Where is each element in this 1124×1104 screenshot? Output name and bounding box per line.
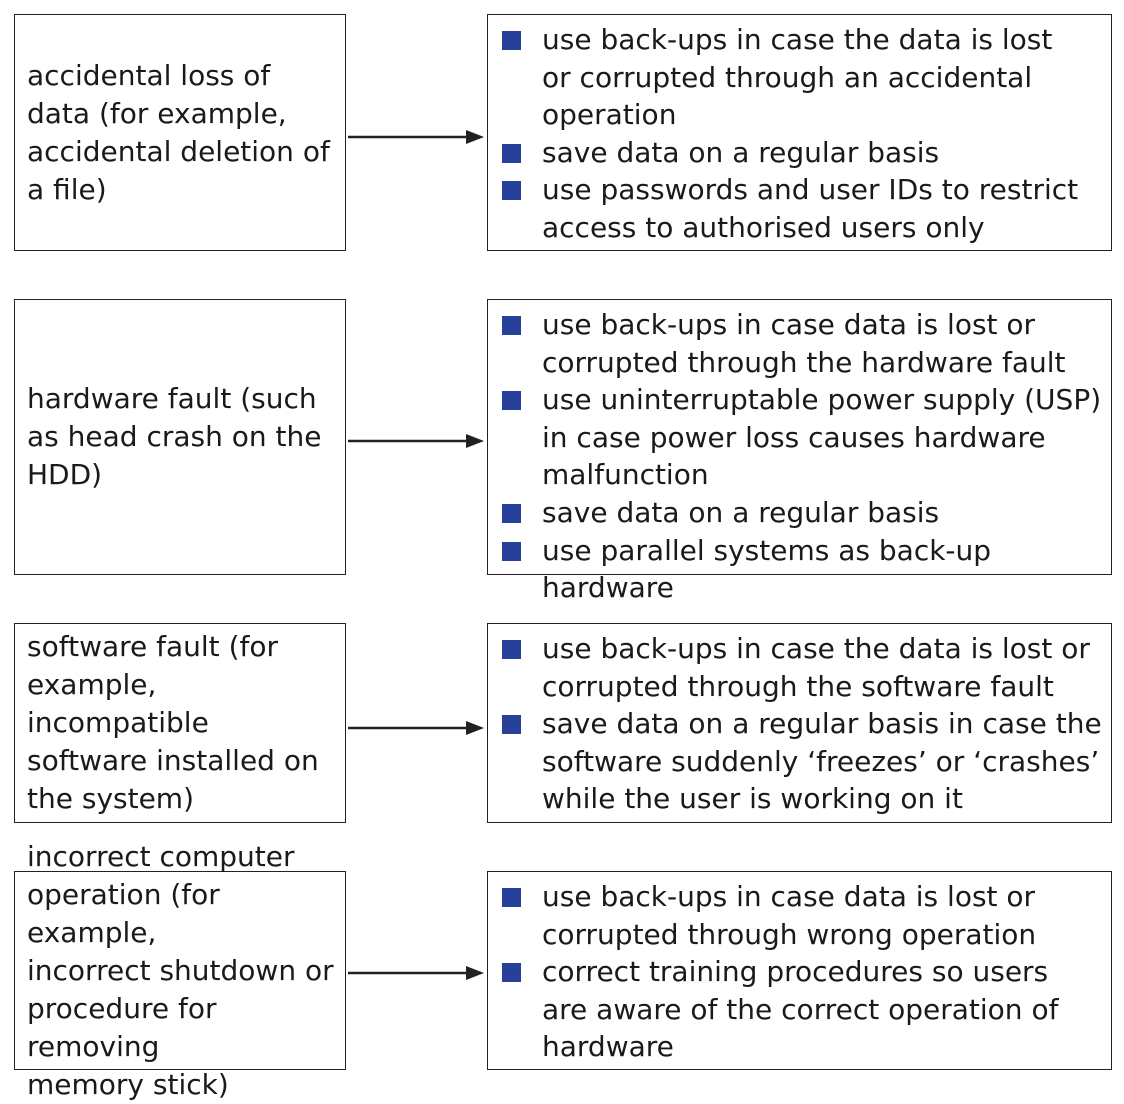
cause-text: accidental loss of data (for example, ac… xyxy=(27,58,330,206)
measure-text: use back-ups in case the data is lost or… xyxy=(542,632,1090,703)
square-bullet-icon xyxy=(502,888,521,907)
measure-item: use back-ups in case data is lost or cor… xyxy=(500,306,1103,381)
measure-text: save data on a regular basis xyxy=(542,135,940,169)
measure-text: use back-ups in case data is lost or cor… xyxy=(542,880,1037,951)
measure-item: correct training procedures so users are… xyxy=(500,953,1103,1066)
measure-list: use back-ups in case the data is lost or… xyxy=(500,630,1103,818)
square-bullet-icon xyxy=(502,541,521,561)
measure-list: use back-ups in case data is lost or cor… xyxy=(500,878,1103,1066)
measures-box-accidental-loss: use back-ups in case the data is lost or… xyxy=(487,14,1112,251)
measures-box-incorrect-operation: use back-ups in case data is lost or cor… xyxy=(487,871,1112,1070)
square-bullet-icon xyxy=(502,963,521,983)
measure-text: use passwords and user IDs to restrict a… xyxy=(542,173,1079,244)
cause-text: incorrect computer operation (for exampl… xyxy=(27,839,334,1101)
cause-box-software-fault: software fault (for example, incompatibl… xyxy=(14,623,346,823)
measure-text: save data on a regular basis xyxy=(542,495,940,529)
measure-text: correct training procedures so users are… xyxy=(542,955,1059,1064)
square-bullet-icon xyxy=(502,503,521,523)
square-bullet-icon xyxy=(502,143,521,163)
square-bullet-icon xyxy=(502,391,521,411)
measure-item: save data on a regular basis xyxy=(500,494,1103,532)
square-bullet-icon xyxy=(502,715,521,735)
square-bullet-icon xyxy=(502,640,521,659)
square-bullet-icon xyxy=(502,316,521,335)
measure-text: use parallel systems as back-up hardware xyxy=(542,533,992,605)
cause-box-accidental-loss: accidental loss of data (for example, ac… xyxy=(14,14,346,251)
cause-text: software fault (for example, incompatibl… xyxy=(27,630,319,815)
measure-item: use back-ups in case data is lost or cor… xyxy=(500,878,1103,953)
measure-item: save data on a regular basis xyxy=(500,134,1103,172)
cause-box-incorrect-operation: incorrect computer operation (for exampl… xyxy=(14,840,346,1101)
measure-text: use back-ups in case the data is lost or… xyxy=(542,23,1053,132)
square-bullet-icon xyxy=(502,181,521,201)
measure-list: use back-ups in case data is lost or cor… xyxy=(500,306,1103,607)
measure-item: save data on a regular basis in case the… xyxy=(500,705,1103,818)
cause-box-hardware-fault: hardware fault (such as head crash on th… xyxy=(14,299,346,575)
measure-text: save data on a regular basis in case the… xyxy=(542,707,1102,816)
arrow-icon xyxy=(348,130,484,144)
cause-text: hardware fault (such as head crash on th… xyxy=(27,382,322,491)
arrow-icon xyxy=(348,434,484,448)
measure-item: use uninterruptable power supply (USP) i… xyxy=(500,381,1103,494)
arrow-icon xyxy=(348,721,484,735)
measure-item: use back-ups in case the data is lost or… xyxy=(500,630,1103,705)
measures-box-software-fault: use back-ups in case the data is lost or… xyxy=(487,623,1112,823)
measure-item: use parallel systems as back-up hardware xyxy=(500,532,1103,607)
measure-text: use uninterruptable power supply (USP) i… xyxy=(542,383,1102,492)
measure-item: use back-ups in case the data is lost or… xyxy=(500,21,1103,134)
measures-box-hardware-fault: use back-ups in case data is lost or cor… xyxy=(487,299,1112,604)
measure-item: use passwords and user IDs to restrict a… xyxy=(500,171,1103,246)
arrow-icon xyxy=(348,966,484,980)
measure-text: use back-ups in case data is lost or cor… xyxy=(542,308,1066,379)
square-bullet-icon xyxy=(502,31,521,50)
measure-list: use back-ups in case the data is lost or… xyxy=(500,21,1103,247)
